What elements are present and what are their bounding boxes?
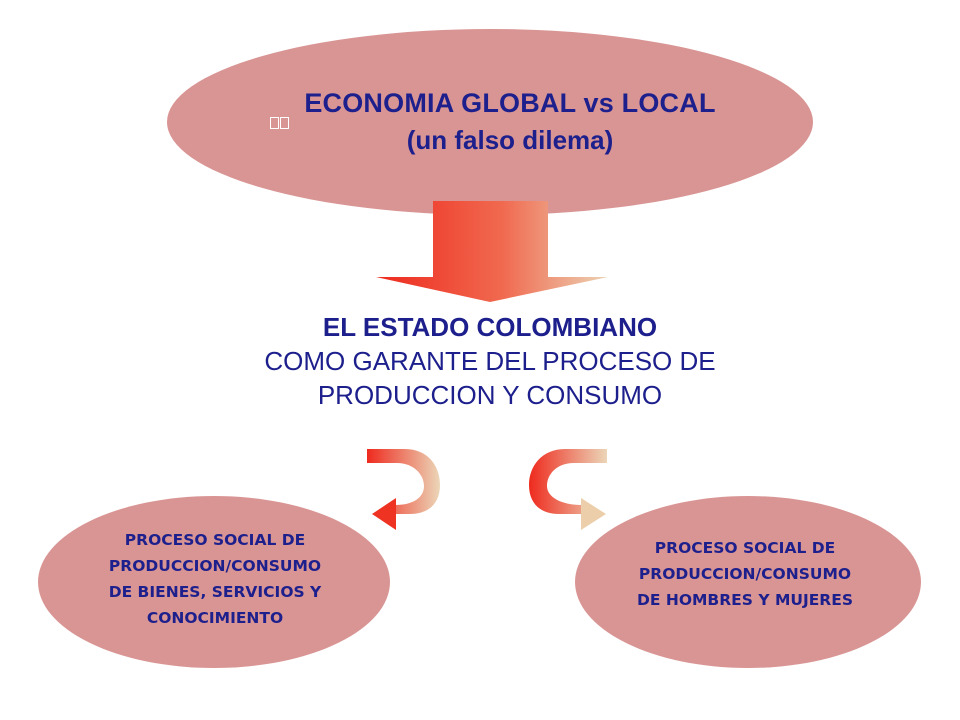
bottom-right-text: PROCESO SOCIAL DE PRODUCCION/CONSUMO DE … (590, 535, 900, 613)
center-text: EL ESTADO COLOMBIANO COMO GARANTE DEL PR… (190, 310, 790, 412)
bottom-left-line-4: CONOCIMIENTO (146, 609, 284, 627)
bottom-right-ellipse (575, 496, 921, 668)
bottom-right-line-1: PROCESO SOCIAL DE (654, 539, 836, 557)
top-ellipse (167, 29, 813, 215)
bottom-left-ellipse (38, 496, 390, 668)
bottom-left-line-2: PRODUCCION/CONSUMO (108, 557, 322, 575)
center-line-2: PRODUCCION Y CONSUMO (317, 380, 663, 410)
bottom-left-line-3: DE BIENES, SERVICIOS Y (108, 583, 322, 601)
curved-arrow-right-icon (529, 449, 607, 530)
center-title: EL ESTADO COLOMBIANO (322, 312, 658, 342)
missing-glyph-icon (270, 117, 290, 131)
bottom-right-line-3: DE HOMBRES Y MUJERES (637, 591, 853, 609)
diagram-title: ECONOMIA GLOBAL vs LOCAL (304, 88, 716, 118)
bottom-left-line-1: PROCESO SOCIAL DE (124, 531, 306, 549)
center-line-1: COMO GARANTE DEL PROCESO DE (264, 346, 716, 376)
down-arrow-icon (376, 201, 608, 302)
bottom-right-line-2: PRODUCCION/CONSUMO (638, 565, 852, 583)
curved-arrow-left-icon (367, 449, 440, 530)
diagram-subtitle: (un falso dilema) (406, 125, 614, 155)
bottom-left-text: PROCESO SOCIAL DE PRODUCCION/CONSUMO DE … (60, 527, 370, 631)
